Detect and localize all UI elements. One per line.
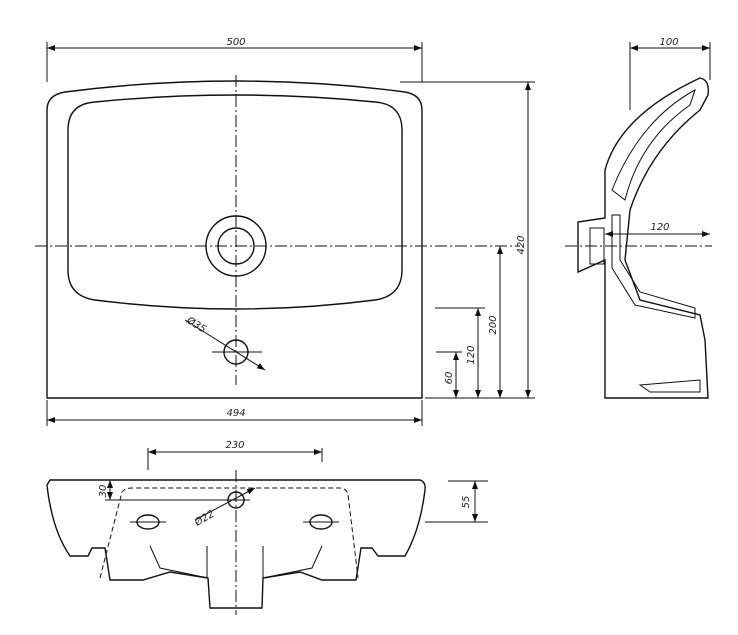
side-profile [577, 77, 710, 399]
dim-120: 120 [466, 345, 477, 364]
front-view: 230 30 Ø22 55 [46, 440, 488, 615]
basin-outline [46, 80, 423, 399]
dim-420: 420 [516, 235, 527, 254]
dim-500: 500 [226, 37, 245, 48]
dim-100: 100 [659, 37, 678, 48]
dim-230: 230 [225, 440, 244, 451]
dim-200: 200 [488, 315, 499, 334]
dim-120-side: 120 [650, 222, 669, 233]
side-view: 100 120 [565, 37, 712, 399]
dim-494: 494 [226, 408, 245, 419]
top-view: 500 420 200 120 60 Ø35 494 [35, 37, 535, 426]
basin-bowl [67, 94, 403, 310]
dim-55: 55 [461, 496, 472, 509]
front-profile [46, 479, 426, 609]
dim-60: 60 [444, 372, 455, 385]
dim-30: 30 [98, 485, 109, 498]
